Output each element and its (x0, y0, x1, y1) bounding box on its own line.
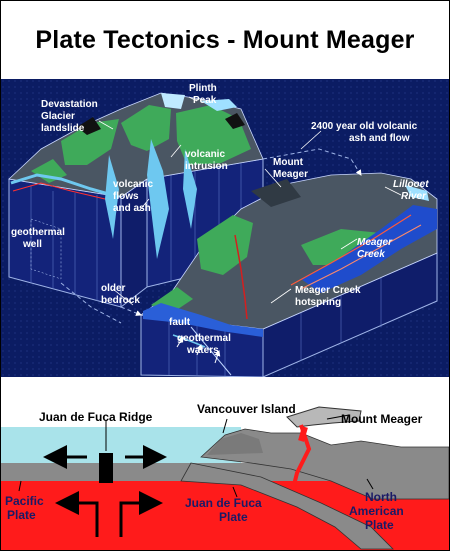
convection-arrow (119, 491, 163, 537)
label-mount-meager: Mount Meager (341, 412, 423, 426)
leader-line (232, 486, 238, 498)
label-devastation: Devastation (41, 99, 98, 110)
label-pacific-plate: Pacific (5, 494, 44, 508)
label-lillooet-river: Lillooet (393, 179, 429, 190)
label-volcanic-flows: and ash (113, 203, 151, 214)
leader-line (264, 168, 282, 188)
label-geothermal-waters: geothermal (177, 333, 231, 344)
vancouver-island (207, 433, 263, 455)
leader-line (112, 288, 134, 306)
block-diagram: Devastation Glacier landslide Plinth Pea… (1, 79, 449, 378)
geothermal-water-path (172, 334, 206, 348)
page-title: Plate Tectonics - Mount Meager (35, 25, 415, 54)
label-plinth-peak: Peak (193, 95, 217, 106)
label-lillooet-river: River (401, 191, 427, 202)
leader-line (270, 288, 292, 304)
label-volcanic-intrusion: volcanic (185, 149, 225, 160)
cross-section: Juan de Fuca Ridge Vancouver Island Moun… (1, 377, 449, 550)
magma-chamber (298, 426, 308, 442)
block-link-line (262, 148, 362, 176)
label-north-american-plate: North (365, 490, 397, 504)
water-arrow (214, 350, 221, 364)
continental-plate (200, 428, 449, 500)
label-older-bedrock: older (101, 283, 126, 294)
leader-line (98, 120, 114, 130)
river-valley (301, 205, 437, 293)
label-plinth-peak: Plinth (189, 83, 217, 94)
leader-line (366, 478, 374, 490)
diagram-canvas: Devastation Glacier landslide Plinth Pea… (1, 79, 449, 550)
label-geothermal-well: geothermal (11, 227, 65, 238)
label-juan-de-fuca-plate: Plate (219, 510, 248, 524)
leader-line (326, 414, 350, 420)
label-mount-meager: Mount (273, 157, 304, 168)
leader-line (138, 198, 150, 212)
water-arrow (196, 344, 202, 356)
glacier-ice (201, 99, 237, 111)
blue-flow (143, 303, 263, 337)
title-bar: Plate Tectonics - Mount Meager (1, 1, 449, 79)
creek-channel (300, 224, 422, 290)
label-volcanic-intrusion: intrusion (185, 161, 228, 172)
river-channel (10, 173, 120, 199)
volcanic-flow (183, 149, 197, 229)
label-juan-de-fuca-plate: Juan de Fuca (185, 496, 262, 510)
label-ash-and-flow: ash and flow (349, 133, 410, 144)
landslide-scar (77, 117, 101, 135)
glacier-ice (161, 93, 185, 109)
geothermal-conduit (234, 234, 248, 320)
leader-line (384, 186, 402, 196)
label-volcanic-flows: flows (113, 191, 139, 202)
label-geothermal-waters: waters (186, 345, 219, 356)
creek-channel (290, 214, 412, 286)
block-link-line (60, 282, 122, 324)
label-fault: fault (169, 317, 191, 328)
label-older-bedrock: bedrock (101, 295, 140, 306)
label-pacific-plate: Plate (7, 508, 36, 522)
fault-line (190, 326, 232, 376)
label-geothermal-well: well (22, 239, 42, 250)
leader-line (188, 96, 198, 102)
ridge (99, 453, 113, 483)
label-devastation: Glacier (41, 111, 75, 122)
label-juan-de-fuca-ridge: Juan de Fuca Ridge (39, 410, 153, 424)
label-north-american-plate: American (349, 504, 404, 518)
label-hotspring: hotspring (295, 297, 341, 308)
label-ash-and-flow: 2400 year old volcanic (311, 121, 418, 132)
label-hotspring: Meager Creek (295, 285, 361, 296)
fracture-zone (30, 218, 62, 280)
dark-peak (225, 113, 245, 129)
label-volcanic-flows: volcanic (113, 179, 153, 190)
label-mount-meager: Meager (273, 169, 308, 180)
leader-line (170, 144, 182, 158)
leader-line (340, 238, 358, 250)
volcanic-flow (147, 139, 169, 259)
summit-area (251, 179, 301, 207)
right-block (139, 172, 438, 378)
leader-line (300, 130, 322, 150)
leader-line (222, 418, 228, 434)
river-ice (405, 185, 429, 201)
block-link-line (120, 306, 142, 316)
geothermal-line (12, 182, 106, 200)
label-north-american-plate: Plate (365, 518, 394, 532)
label-devastation: landslide (41, 123, 85, 134)
vegetation-area (121, 105, 171, 151)
label-meager-creek: Meager (357, 237, 393, 248)
label-meager-creek: Creek (357, 249, 385, 260)
vegetation-area (61, 119, 119, 165)
water-arrow (176, 336, 184, 348)
leader-line (18, 480, 22, 492)
volcanic-flow (105, 155, 119, 239)
label-vancouver-island: Vancouver Island (197, 402, 296, 416)
convection-arrow (55, 491, 99, 537)
subducting-plate (180, 462, 394, 550)
